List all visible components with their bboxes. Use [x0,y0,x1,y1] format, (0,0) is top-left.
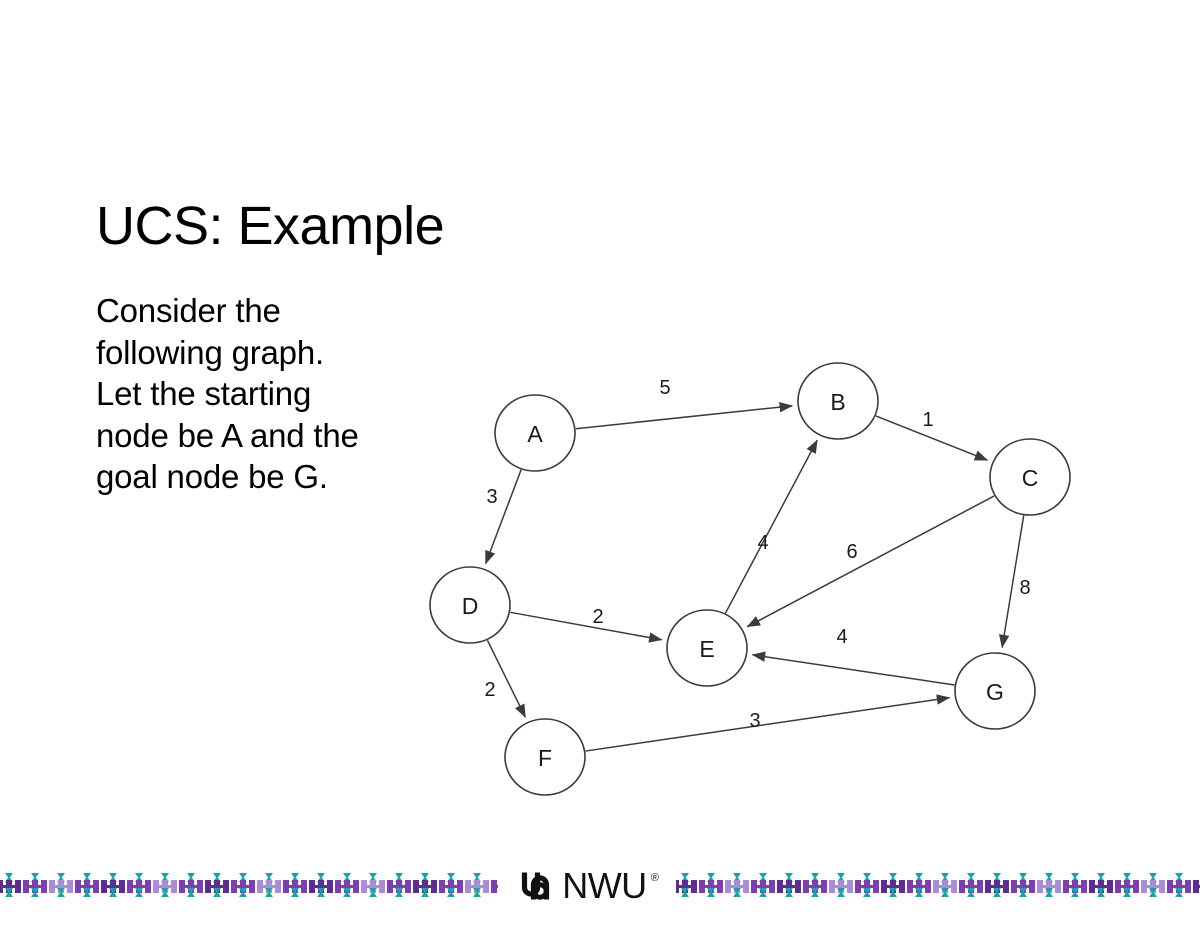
graph-edge-C-E [746,495,995,628]
body-line: goal node be G. [96,458,328,496]
graph-node-G: G [954,652,1036,730]
node-circle-D [429,566,511,644]
nwu-wordmark: NWU [562,865,647,906]
edge-weight-C-E: 6 [846,541,857,563]
graph-edge-C-G [998,515,1025,649]
edge-weight-B-C: 1 [922,409,933,431]
graph-edge-D-E [510,611,663,643]
graph-node-F: F [504,718,586,796]
graph-diagram: 5 3 1 6 8 2 2 4 4 3 A B C D E F G [420,340,1120,820]
graph-node-C: C [989,438,1071,516]
graph-edge-F-G [585,694,951,752]
edge-weight-C-G: 8 [1019,577,1030,599]
body-text: Consider the following graph. Let the st… [96,290,456,498]
graph-node-E: E [666,609,748,687]
node-circle-B [797,362,879,440]
graph-edge-weights: 5 3 1 6 8 2 2 4 4 3 [484,377,1030,732]
body-line: following graph. [96,333,324,371]
node-label-C: C [1022,465,1039,491]
border-pattern-left [0,873,498,897]
node-circle-E [666,609,748,687]
node-label-A: A [527,421,543,447]
edge-weight-G-E: 4 [836,626,847,648]
graph-edge-B-C [875,415,989,461]
graph-nodes: A B C D E F G [429,362,1071,796]
edge-weight-A-B: 5 [659,377,670,399]
graph-edges [484,401,1025,752]
border-pattern-right [676,873,1200,897]
node-label-D: D [462,593,479,619]
graph-node-A: A [494,394,576,472]
edge-weight-A-D: 3 [486,486,497,508]
node-label-B: B [830,389,845,415]
body-line: Let the starting [96,375,312,413]
nwu-monogram-icon [522,872,550,900]
node-circle-C [989,438,1071,516]
slide-footer: NWU ® [0,866,1200,906]
edge-weight-E-B: 4 [757,532,768,554]
body-line: Consider the [96,292,281,329]
graph-edge-A-B [575,401,794,430]
edge-weight-F-G: 3 [749,710,760,732]
node-label-E: E [699,636,714,662]
node-circle-G [954,652,1036,730]
graph-svg: 5 3 1 6 8 2 2 4 4 3 A B C D E F G [429,362,1071,796]
graph-node-B: B [797,362,879,440]
node-circle-A [494,394,576,472]
graph-edge-G-E [751,651,955,686]
registered-trademark-symbol: ® [650,872,659,884]
node-label-F: F [538,745,552,771]
node-circle-F [504,718,586,796]
edge-weight-D-F: 2 [484,679,495,701]
decorative-border-right [676,871,1200,899]
graph-node-D: D [429,566,511,644]
nwu-logo: NWU ® [500,866,676,906]
graph-edge-A-D [484,469,522,565]
graph-edge-E-B [724,439,818,614]
decorative-border-left [0,871,498,899]
node-label-G: G [986,679,1004,705]
page-title: UCS: Example [96,196,445,256]
graph-edge-D-F [486,639,527,718]
edge-weight-D-E: 2 [592,606,603,628]
body-line: node be A and the [96,416,359,454]
